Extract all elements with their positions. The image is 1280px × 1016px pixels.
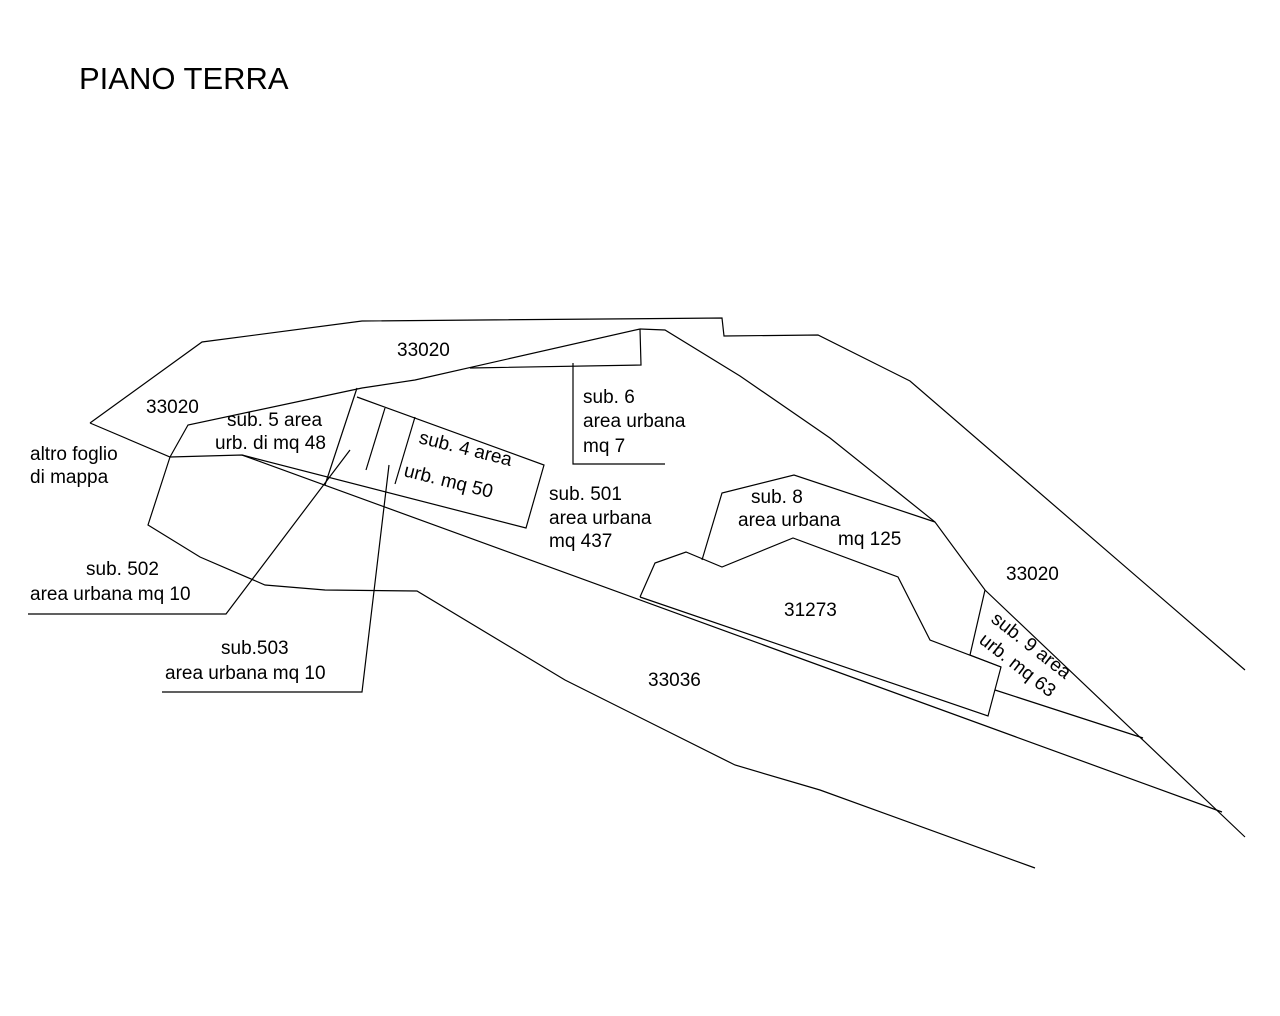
parcel-33020-top-label: 33020: [397, 340, 450, 361]
sub-4-label-line2: urb. mq 50: [402, 460, 495, 502]
sub-6-label-line3: mq 7: [583, 436, 625, 457]
sub-9-boundary: [969, 589, 1002, 668]
sub-6-label-line1: sub. 6: [583, 387, 635, 408]
page-title: PIANO TERRA: [79, 61, 289, 96]
sub-6-boundary: [469, 328, 642, 369]
parcel-33020-left-label: 33020: [146, 397, 199, 418]
sub-502-leader-line: [28, 449, 351, 615]
sub-4-boundary: [241, 396, 545, 529]
parcel-33036-label: 33036: [648, 670, 701, 691]
sub-501-label-line3: mq 437: [549, 531, 612, 552]
sub-5-label-line2: urb. di mq 48: [215, 433, 326, 454]
sub-5-boundary: [324, 387, 358, 486]
sub-8-boundary: [701, 474, 936, 561]
parcel-31273-boundary: [639, 537, 1002, 717]
sub-8-label-line3: mq 125: [838, 529, 901, 550]
parcel-33036-left-boundary: [147, 456, 1036, 869]
parcel-33036-upper-boundary: [89, 422, 1223, 813]
sub-4-divider: [394, 416, 416, 485]
sub-6-label-line2: area urbana: [583, 411, 686, 432]
sub-4-label-line1: sub. 4 area: [417, 427, 515, 470]
sub-501-label-line1: sub. 501: [549, 484, 622, 505]
parcel-boundary-diagonal: [639, 328, 1246, 838]
sub-503-label-line1: sub.503: [221, 638, 289, 659]
sub-502-label-line2: area urbana mq 10: [30, 584, 191, 605]
sub-6-leader-line: [572, 363, 665, 465]
sub-8-label-line1: sub. 8: [751, 487, 803, 508]
parcel-33020-inner-boundary: [169, 328, 641, 458]
sub-8-label-line2: area urbana: [738, 510, 841, 531]
parcel-33020-outer-boundary: [89, 317, 1246, 671]
sub-5-divider: [365, 407, 386, 471]
sub-5-label-line1: sub. 5 area: [227, 410, 322, 431]
sub-501-label-line2: area urbana: [549, 508, 652, 529]
parcel-31273-label: 31273: [784, 600, 837, 621]
sub-503-leader-line: [162, 464, 390, 693]
parcel-33020-right-label: 33020: [1006, 564, 1059, 585]
sub-503-label-line2: area urbana mq 10: [165, 663, 326, 684]
sub-9-lower-boundary: [994, 689, 1144, 739]
altro-foglio-label-line1: altro foglio: [30, 444, 118, 465]
altro-foglio-label-line2: di mappa: [30, 467, 109, 488]
sub-502-label-line1: sub. 502: [86, 559, 159, 580]
